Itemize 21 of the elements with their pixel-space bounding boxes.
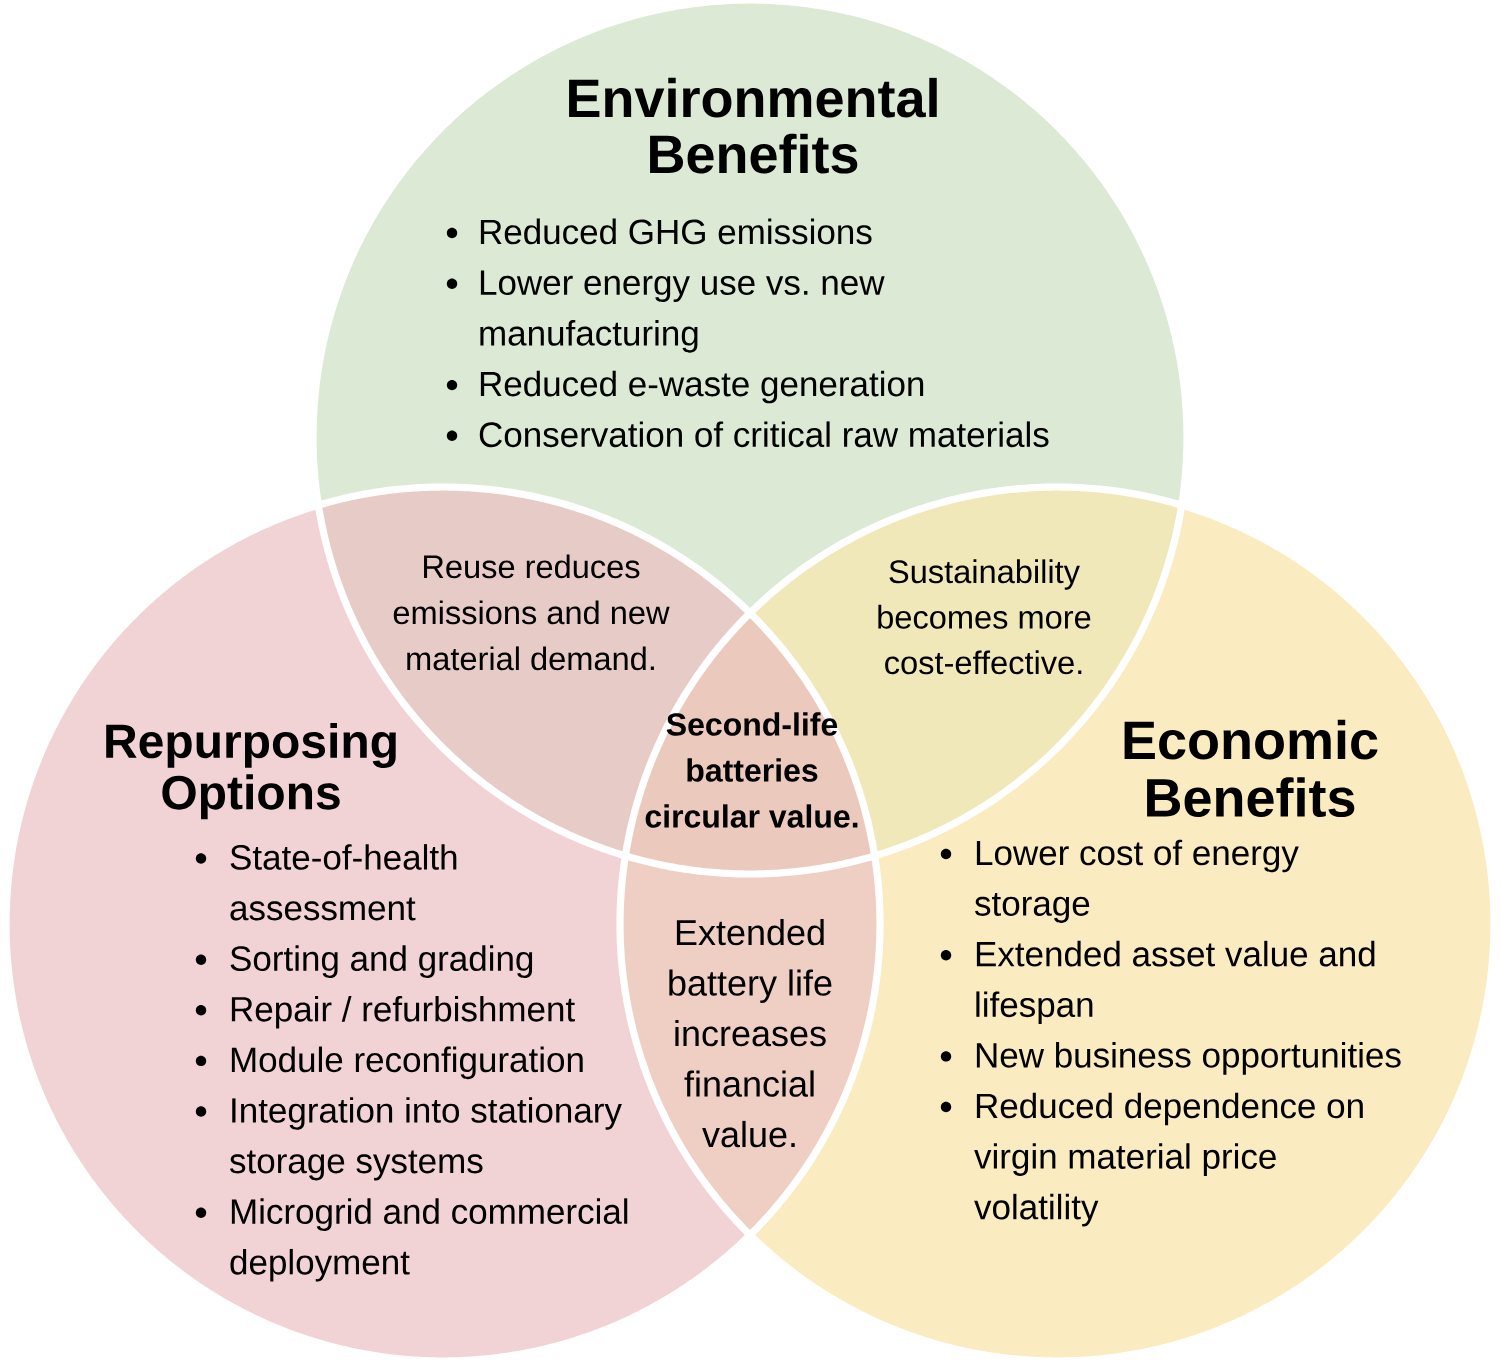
bullet-item: Repair / refurbishment: [231, 995, 575, 1029]
circle-heading: Repurposing Options: [106, 723, 396, 820]
center-label: Second-life batteries circular value.: [645, 712, 858, 828]
bullet-item: New business opportunities: [976, 1042, 1401, 1075]
bullet-item: Reduced e-waste generation: [480, 370, 924, 404]
circle-heading: Economic Benefits: [1124, 719, 1378, 818]
bullet-item: Reduced GHG emissions: [480, 218, 872, 245]
bullet-item: State-of-health assessment: [230, 844, 457, 921]
bullet-item: Reduced dependence on virgin material price volatility: [974, 1092, 1363, 1227]
bullet-item: Extended asset value and lifespan: [976, 940, 1375, 1025]
circle-heading: Environmental Benefits: [569, 77, 937, 174]
bullet-item: Lower cost of energy storage: [975, 839, 1299, 923]
overlap-label: Sustainability becomes more cost-effective.: [878, 559, 1091, 675]
bullet-item: Integration into stationary storage systems: [230, 1097, 622, 1181]
bullet-item: Microgrid and commercial deployment: [230, 1198, 628, 1282]
bullet-item: Lower energy use vs. new manufacturing: [480, 270, 885, 353]
overlap-label: Reuse reduces emissions and new material demand.: [393, 554, 670, 671]
bullet-item: Sorting and grading: [230, 945, 533, 978]
bullet-item: Module reconfiguration: [231, 1046, 583, 1080]
overlap-label: Extended battery life increases financial value.: [669, 918, 832, 1148]
bullet-item: Conservation of critical raw materials: [479, 421, 1049, 448]
